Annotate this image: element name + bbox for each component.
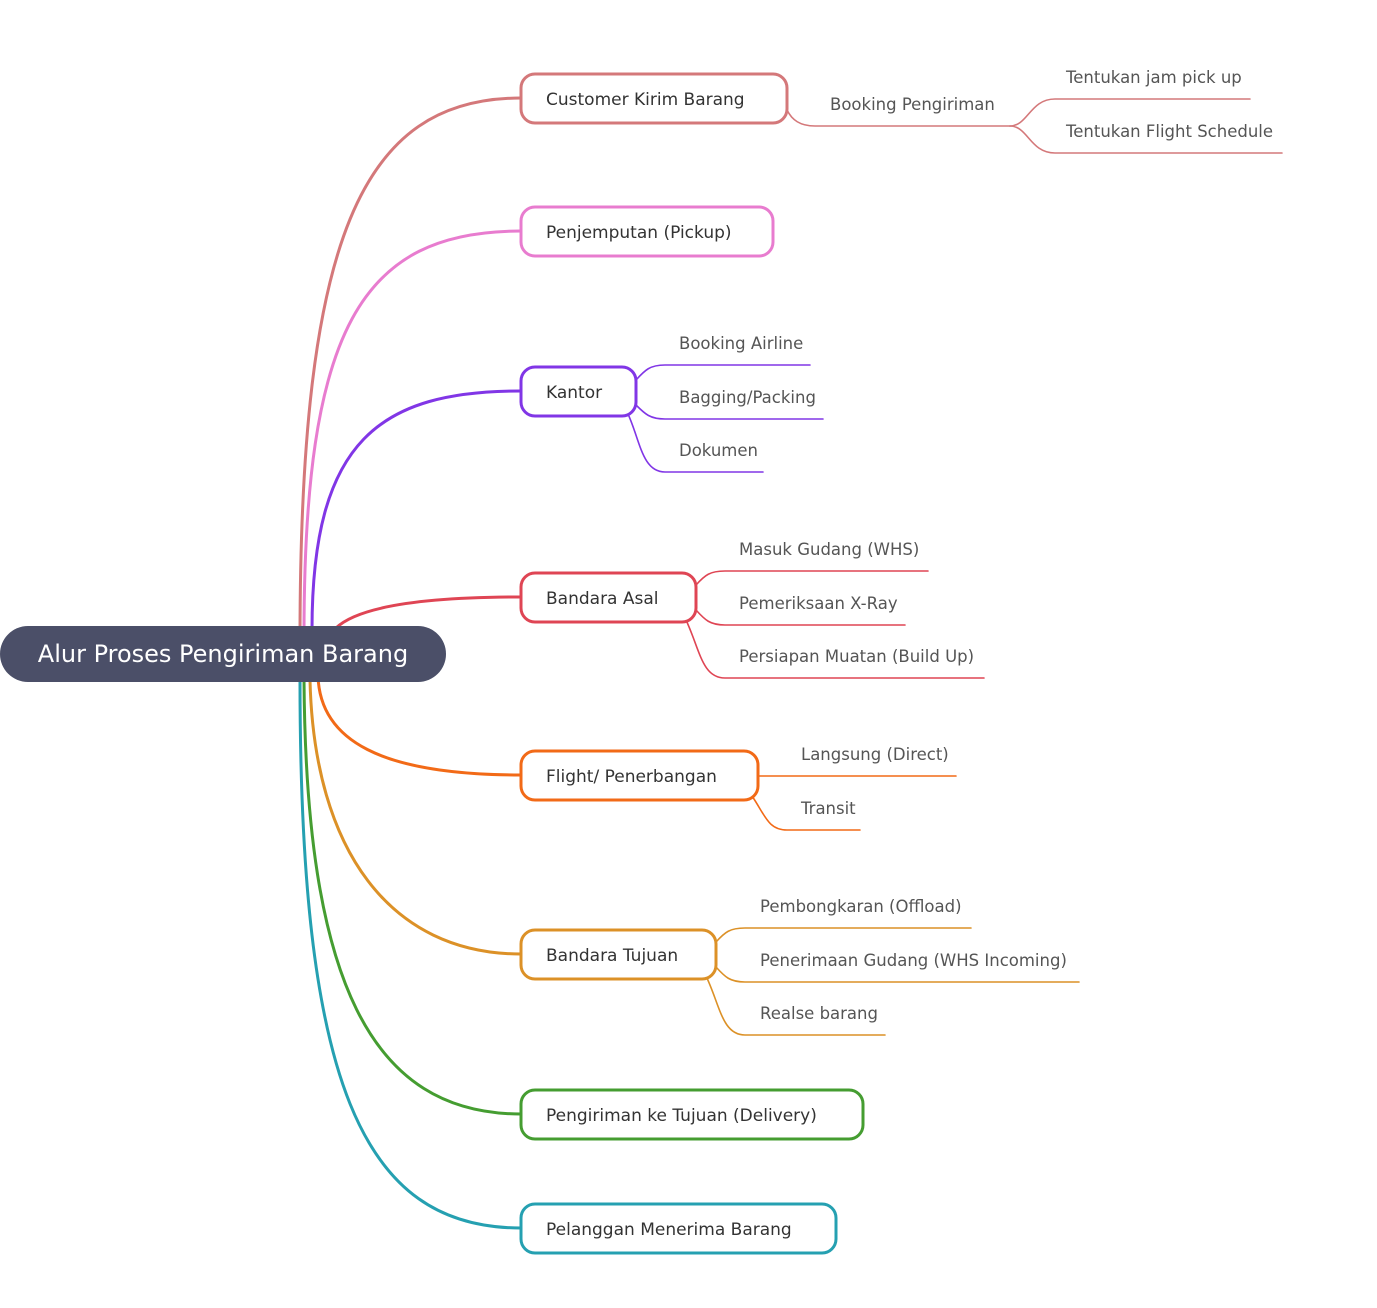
leaf-label: Transit	[800, 799, 856, 818]
trunk-connector	[334, 595, 523, 630]
leaf-label: Persiapan Muatan (Build Up)	[739, 647, 974, 666]
branch-label: Penjemputan (Pickup)	[546, 223, 732, 243]
leaf-connector	[715, 927, 972, 943]
branch-box	[519, 571, 698, 624]
root-node-bg	[0, 626, 446, 682]
leaf-connector	[705, 975, 886, 1036]
leaf-connector	[695, 609, 906, 626]
root-node[interactable]: Alur Proses Pengiriman Barang	[0, 626, 446, 682]
leaf-label: Bagging/Packing	[679, 388, 816, 407]
leaf-label: Tentukan jam pick up	[1065, 68, 1242, 87]
leaf-label: Booking Airline	[679, 334, 803, 353]
leaf-penerimaan-gudang[interactable]: Penerimaan Gudang (WHS Incoming)	[760, 951, 1067, 970]
leaf-label: Realse barang	[760, 1004, 878, 1023]
leaf-connector	[635, 404, 824, 420]
branch-box	[519, 1088, 865, 1141]
leaf-pemeriksaan-x-ray[interactable]: Pemeriksaan X-Ray	[739, 594, 898, 613]
trunk-connector	[302, 678, 523, 1116]
leaf-connector	[1009, 125, 1283, 154]
leaf-connector	[627, 413, 764, 473]
leaf-label: Penerimaan Gudang (WHS Incoming)	[760, 951, 1067, 970]
branch-box	[519, 749, 760, 802]
branch-label: Customer Kirim Barang	[546, 90, 745, 110]
leaf-connector	[685, 619, 985, 679]
branch-box	[519, 928, 718, 981]
leaf-label: Dokumen	[679, 441, 758, 460]
connectors	[298, 96, 1283, 1230]
subnode-booking-pengiriman[interactable]: Booking Pengiriman	[830, 95, 995, 114]
trunk-connector	[310, 389, 523, 632]
trunk-connector	[298, 678, 523, 1230]
leaf-connector	[1009, 98, 1251, 127]
leaf-booking-airline[interactable]: Booking Airline	[679, 334, 803, 353]
leaf-langsung-direct[interactable]: Langsung (Direct)	[801, 745, 949, 764]
branch-box	[519, 72, 789, 125]
branch-box	[519, 365, 638, 418]
branch-box	[519, 1202, 838, 1255]
leaf-transit[interactable]: Transit	[800, 799, 856, 818]
leaf-connector	[635, 364, 811, 381]
leaf-label: Pembongkaran (Offload)	[760, 897, 962, 916]
branch-label: Bandara Asal	[546, 589, 659, 609]
branch-node-pelanggan-menerima[interactable]: Pelanggan Menerima Barang	[519, 1202, 838, 1255]
leaf-masuk-gudang[interactable]: Masuk Gudang (WHS)	[739, 540, 919, 559]
trunk-connector	[298, 96, 523, 642]
leaf-connector	[695, 570, 929, 586]
sub-connector	[786, 109, 1011, 127]
branch-label: Flight/ Penerbangan	[546, 767, 717, 787]
leaf-bagging-packing[interactable]: Bagging/Packing	[679, 388, 816, 407]
trunk-connector	[308, 678, 523, 956]
branch-node-customer-kirim-barang[interactable]: Customer Kirim Barang	[519, 72, 789, 125]
root-label: Alur Proses Pengiriman Barang	[38, 640, 408, 668]
branch-label: Bandara Tujuan	[546, 946, 678, 966]
leaf-persiapan-muatan[interactable]: Persiapan Muatan (Build Up)	[739, 647, 974, 666]
leaf-connector	[715, 966, 1080, 983]
branch-box	[519, 205, 775, 258]
branch-node-kantor[interactable]: Kantor	[519, 365, 638, 418]
subnode-label: Booking Pengiriman	[830, 95, 995, 114]
leaf-connector	[751, 795, 861, 831]
branch-node-flight[interactable]: Flight/ Penerbangan	[519, 749, 760, 802]
branch-label: Kantor	[546, 383, 602, 403]
leaf-tentukan-jam-pick-up[interactable]: Tentukan jam pick up	[1065, 68, 1242, 87]
trunk-connector	[302, 229, 523, 638]
leaf-label: Langsung (Direct)	[801, 745, 949, 764]
branch-node-delivery[interactable]: Pengiriman ke Tujuan (Delivery)	[519, 1088, 865, 1141]
leaf-pembongkaran-offload[interactable]: Pembongkaran (Offload)	[760, 897, 962, 916]
leaf-tentukan-flight-schedule[interactable]: Tentukan Flight Schedule	[1065, 122, 1273, 141]
branch-node-bandara-asal[interactable]: Bandara Asal	[519, 571, 698, 624]
leaf-label: Tentukan Flight Schedule	[1065, 122, 1273, 141]
leaf-label: Pemeriksaan X-Ray	[739, 594, 898, 613]
leaf-label: Masuk Gudang (WHS)	[739, 540, 919, 559]
branch-label: Pengiriman ke Tujuan (Delivery)	[546, 1106, 817, 1126]
leaf-dokumen[interactable]: Dokumen	[679, 441, 758, 460]
trunk-connector	[316, 674, 523, 777]
branch-node-bandara-tujuan[interactable]: Bandara Tujuan	[519, 928, 718, 981]
leaf-realse-barang[interactable]: Realse barang	[760, 1004, 878, 1023]
branch-label: Pelanggan Menerima Barang	[546, 1220, 792, 1240]
branch-node-penjemputan[interactable]: Penjemputan (Pickup)	[519, 205, 775, 258]
